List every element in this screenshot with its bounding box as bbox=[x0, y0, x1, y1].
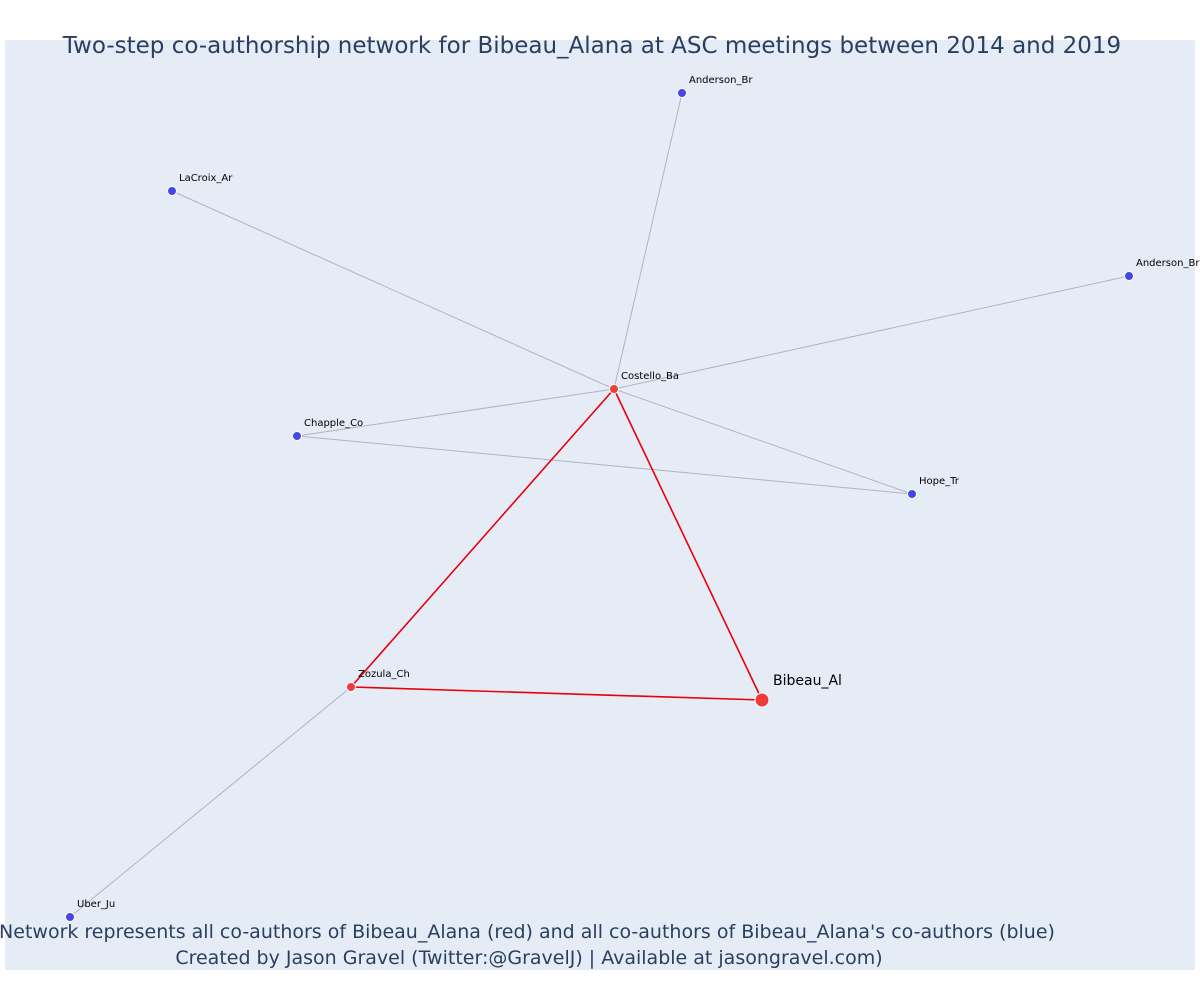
node-label-hope: Hope_Tr bbox=[919, 476, 960, 487]
node-lacroix[interactable] bbox=[167, 186, 177, 196]
edge-chapple-hope bbox=[296, 435, 913, 495]
edge-layer bbox=[69, 92, 1130, 918]
node-uber[interactable] bbox=[65, 912, 75, 922]
edge-bibeau-costello bbox=[613, 388, 763, 701]
node-label-zozula: Zozula_Ch bbox=[358, 669, 410, 680]
node-hope[interactable] bbox=[907, 489, 917, 499]
node-label-bibeau: Bibeau_Al bbox=[773, 673, 842, 689]
plot-background bbox=[5, 40, 1195, 970]
node-label-chapple: Chapple_Co bbox=[304, 418, 363, 429]
caption-line-1: Network represents all co-authors of Bib… bbox=[0, 921, 1055, 943]
node-bibeau[interactable] bbox=[754, 692, 770, 708]
edge-bibeau-zozula bbox=[350, 686, 763, 701]
caption-line-2: Created by Jason Gravel (Twitter:@Gravel… bbox=[175, 947, 882, 969]
node-label-costello: Costello_Ba bbox=[621, 371, 679, 382]
edge-costello-lacroix bbox=[171, 190, 615, 390]
edge-zozula-uber bbox=[69, 686, 352, 918]
node-label-anderson1: Anderson_Br bbox=[689, 75, 753, 86]
node-label-uber: Uber_Ju bbox=[77, 899, 115, 910]
node-chapple[interactable] bbox=[292, 431, 302, 441]
node-zozula[interactable] bbox=[346, 682, 356, 692]
chart-title: Two-step co-authorship network for Bibea… bbox=[62, 33, 1121, 59]
node-label-anderson2: Anderson_Br bbox=[1136, 258, 1200, 269]
node-anderson1[interactable] bbox=[677, 88, 687, 98]
node-layer bbox=[65, 88, 1134, 922]
edge-costello-chapple bbox=[296, 388, 615, 437]
edge-costello-anderson1 bbox=[613, 92, 683, 390]
edge-costello-hope bbox=[613, 388, 913, 495]
node-label-lacroix: LaCroix_Ar bbox=[179, 173, 233, 184]
node-costello[interactable] bbox=[609, 384, 619, 394]
edge-costello-zozula bbox=[350, 388, 615, 688]
node-anderson2[interactable] bbox=[1124, 271, 1134, 281]
edge-costello-anderson2 bbox=[613, 275, 1130, 390]
